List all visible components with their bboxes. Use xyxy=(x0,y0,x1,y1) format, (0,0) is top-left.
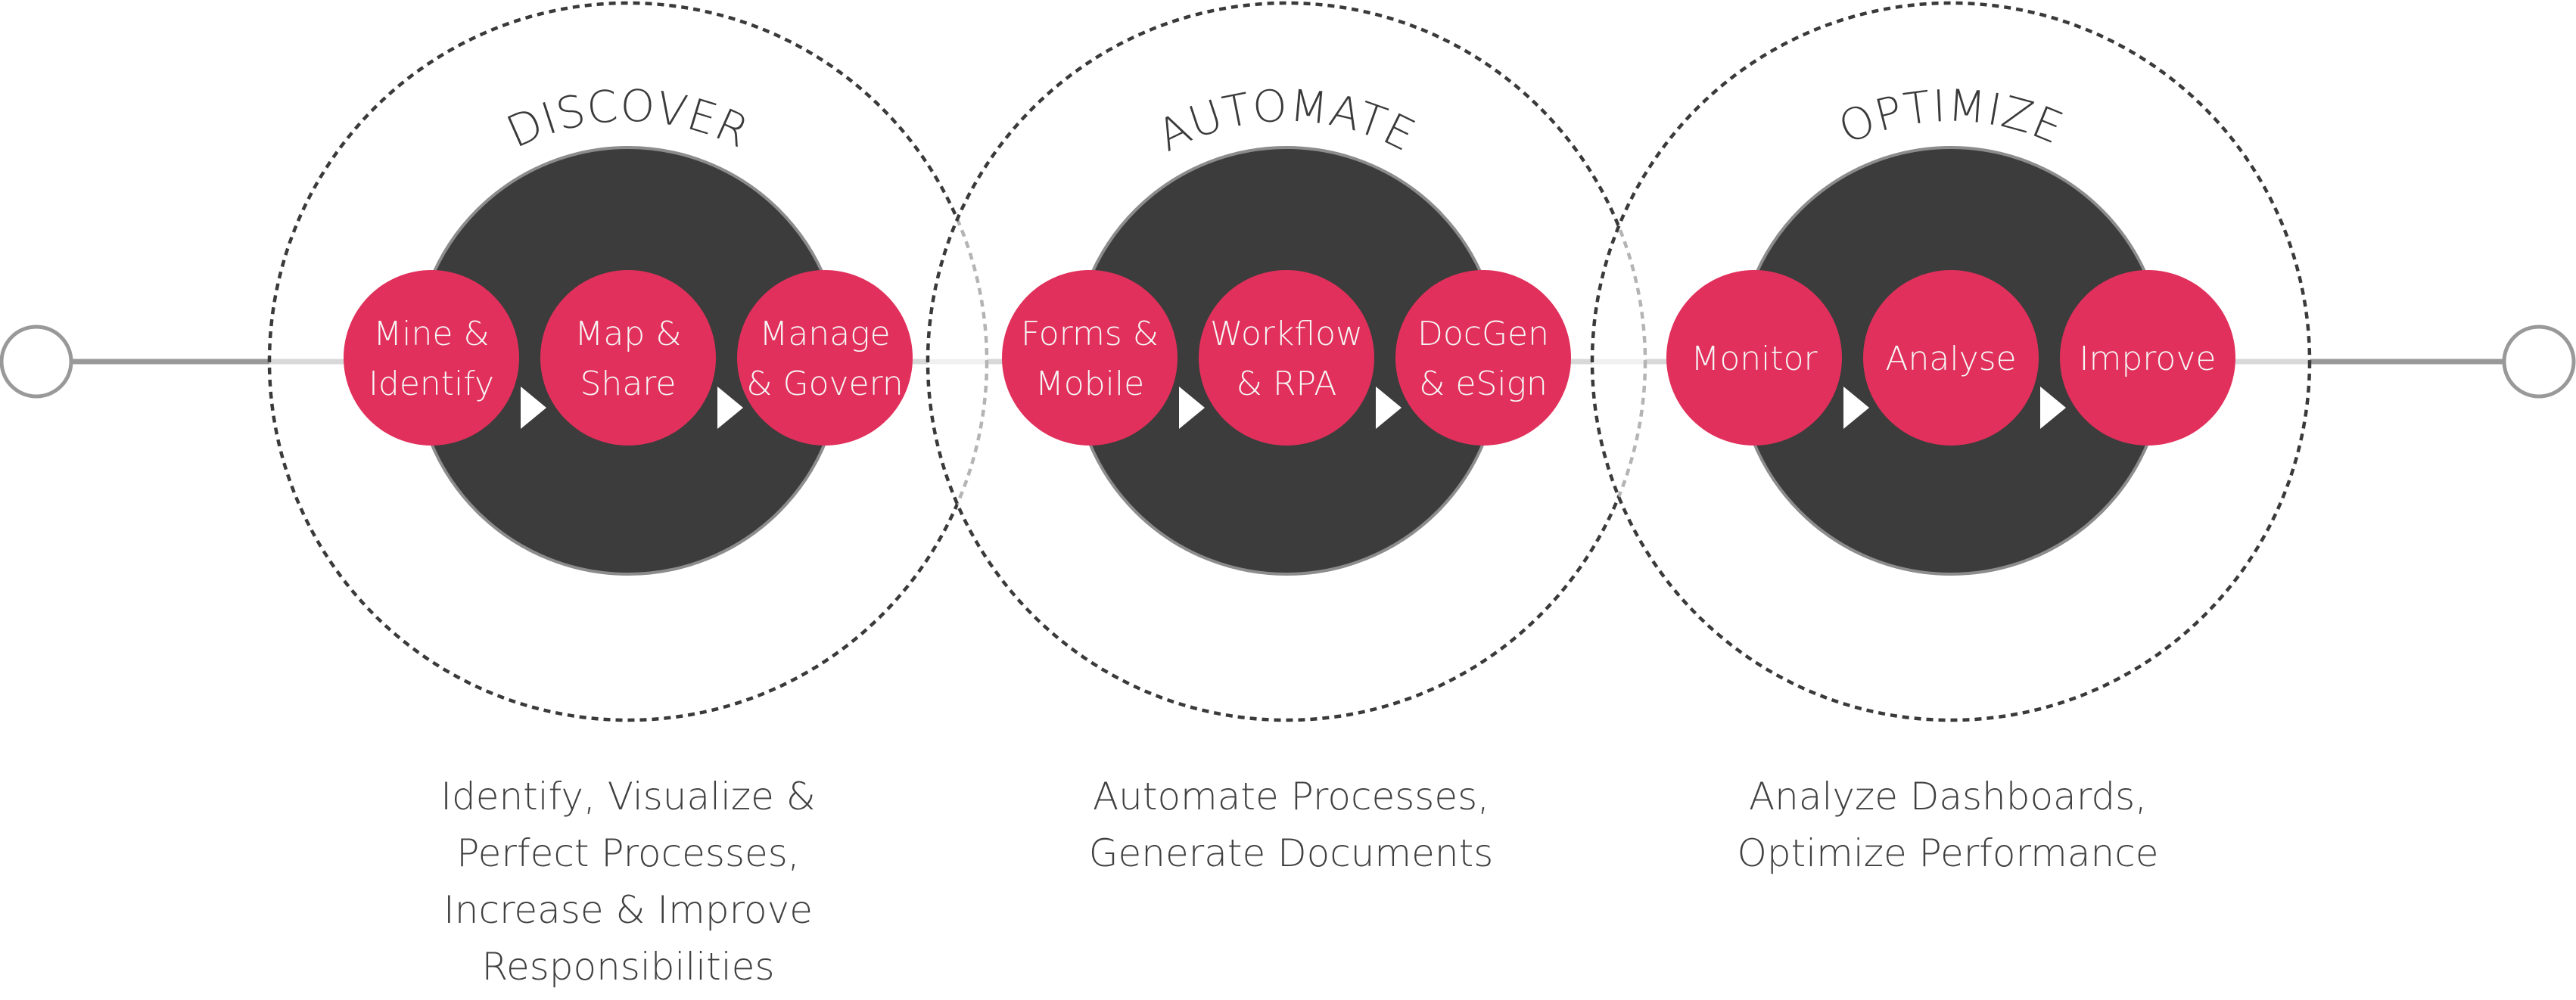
step-docgen-esign: DocGen & eSign xyxy=(1395,270,1571,446)
step-circle xyxy=(1666,270,1842,446)
step-circle xyxy=(1199,270,1374,446)
step-circle xyxy=(2060,270,2235,446)
step-circle xyxy=(540,270,716,446)
stage-description-optimize: Analyze Dashboards, Optimize Performance xyxy=(1683,769,2213,882)
description-line: Perfect Processes, xyxy=(456,831,800,875)
step-label: Manage xyxy=(759,315,890,353)
step-mine-identify: Mine & Identify xyxy=(344,270,519,446)
step-analyse: Analyse xyxy=(1863,270,2039,446)
step-label: DocGen xyxy=(1417,315,1549,353)
play-triangle-icon xyxy=(717,387,743,429)
step-label: Mobile xyxy=(1035,365,1144,403)
step-forms-mobile: Forms & Mobile xyxy=(1002,270,1178,446)
step-improve: Improve xyxy=(2060,270,2235,446)
stage-description-discover: Identify, Visualize & Perfect Processes,… xyxy=(363,769,893,995)
play-triangle-icon xyxy=(1843,387,1869,429)
step-label: Map & xyxy=(574,315,681,353)
step-circle xyxy=(344,270,519,446)
step-circle xyxy=(1002,270,1178,446)
play-triangle-icon xyxy=(521,387,546,429)
step-label: Improve xyxy=(2080,340,2217,378)
step-monitor: Monitor xyxy=(1666,270,1842,446)
step-label: & Govern xyxy=(746,365,904,403)
step-label: Monitor xyxy=(1691,340,1818,378)
step-circle xyxy=(1863,270,2039,446)
step-label: Mine & xyxy=(373,315,489,353)
step-manage-govern: Manage & Govern xyxy=(737,270,913,446)
step-map-share: Map & Share xyxy=(540,270,716,446)
description-line: Optimize Performance xyxy=(1737,831,2159,875)
description-line: Generate Documents xyxy=(1088,831,1494,875)
step-label: Identify xyxy=(369,365,494,403)
description-line: Increase & Improve xyxy=(443,888,813,932)
play-triangle-icon xyxy=(1179,387,1205,429)
step-label: Forms & xyxy=(1021,315,1159,353)
description-line: Automate Processes, xyxy=(1092,775,1490,818)
description-line: Analyze Dashboards, xyxy=(1748,775,2148,818)
step-label: & RPA xyxy=(1237,365,1337,403)
step-label: Workflow xyxy=(1210,315,1363,353)
play-triangle-icon xyxy=(2040,387,2066,429)
description-line: Identify, Visualize & xyxy=(440,775,816,818)
step-label: & eSign xyxy=(1419,365,1548,403)
step-circle xyxy=(1395,270,1571,446)
timeline-endpoints xyxy=(0,325,2576,399)
timeline-end-circle-icon xyxy=(2502,325,2576,399)
step-label: Share xyxy=(580,365,677,403)
timeline-start-circle-icon xyxy=(0,325,73,399)
play-triangle-icon xyxy=(1376,387,1402,429)
stage-description-automate: Automate Processes, Generate Documents xyxy=(1026,769,1556,882)
step-workflow-rpa: Workflow & RPA xyxy=(1199,270,1374,446)
description-line: Responsibilities xyxy=(481,945,775,989)
step-circle xyxy=(737,270,913,446)
step-label: Analyse xyxy=(1885,340,2016,378)
